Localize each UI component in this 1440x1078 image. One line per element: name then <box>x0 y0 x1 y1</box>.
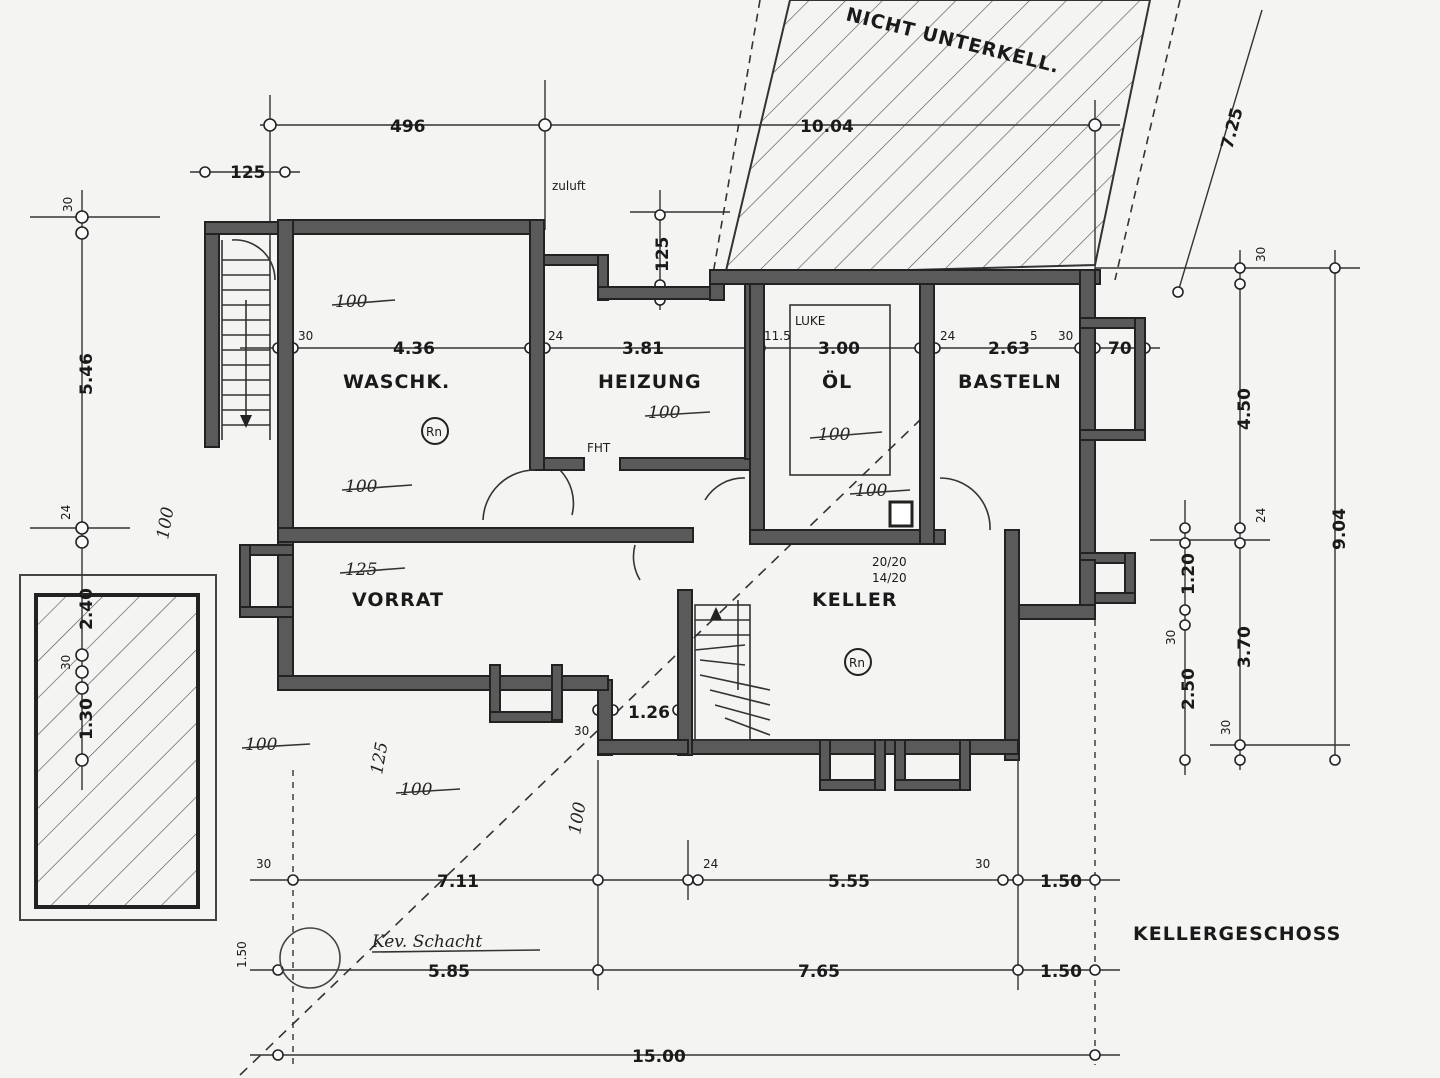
level-mark: 100 <box>565 800 590 836</box>
dim-wall-115: 11.5 <box>764 329 791 343</box>
dim-left-130: 1.30 <box>77 698 97 740</box>
dim-bottom-765: 7.65 <box>798 962 840 982</box>
dim-mid-30: 30 <box>574 724 589 738</box>
dim-wall-30b: 30 <box>1058 329 1073 343</box>
level-mark: 125 <box>345 560 377 580</box>
stairs-inside <box>694 600 771 741</box>
dim-left-546: 5.46 <box>77 353 97 395</box>
radon-marker-2: Rn <box>849 656 865 670</box>
dim-right-120: 1.20 <box>1179 553 1199 595</box>
dim-room-5: 5 <box>1030 329 1038 343</box>
level-mark: 100 <box>400 780 433 800</box>
room-oel: ÖL <box>822 369 852 393</box>
dim-right-370: 3.70 <box>1235 626 1255 668</box>
dim-left-150: 1.50 <box>235 941 249 968</box>
dim-right-30a: 30 <box>1164 630 1178 645</box>
dim-bottom-24: 24 <box>703 857 718 871</box>
dim-right-250: 2.50 <box>1179 668 1199 710</box>
dim-left-30: 30 <box>59 655 73 670</box>
level-mark: 100 <box>855 481 888 501</box>
dim-bottom-555: 5.55 <box>828 872 870 892</box>
note-schacht: Kev. Schacht <box>371 932 482 952</box>
dim-bottom-150b: 1.50 <box>1040 962 1082 982</box>
level-mark: 100 <box>153 505 178 541</box>
dim-wall-24a: 24 <box>548 329 563 343</box>
dim-wall-30a: 30 <box>298 329 313 343</box>
note-fht: FHT <box>587 441 611 455</box>
dim-right-24: 24 <box>1254 508 1268 523</box>
level-mark: 100 <box>245 735 278 755</box>
level-mark: 100 <box>648 403 681 423</box>
room-vorrat: VORRAT <box>352 589 444 611</box>
note-chimney-1: 20/20 <box>872 555 907 569</box>
dim-room-436: 4.36 <box>393 339 435 359</box>
dim-left-24: 24 <box>59 505 73 520</box>
dim-right-450: 4.50 <box>1235 388 1255 430</box>
note-zuluft: zuluft <box>552 179 586 193</box>
level-mark: 100 <box>345 477 378 497</box>
dim-top-125: 125 <box>230 163 266 183</box>
dim-right-30b: 30 <box>1219 720 1233 735</box>
radon-marker-1: Rn <box>426 425 442 439</box>
room-heizung: HEIZUNG <box>598 371 702 393</box>
level-mark: 100 <box>818 425 851 445</box>
dim-room-263: 2.63 <box>988 339 1030 359</box>
dim-bottom-711: 7.11 <box>437 872 479 892</box>
note-luke: LUKE <box>795 314 825 328</box>
room-waschk: WASCHK. <box>343 371 450 393</box>
level-mark: 100 <box>335 292 368 312</box>
dim-room-300: 3.00 <box>818 339 860 359</box>
level-mark: 125 <box>367 740 392 775</box>
note-chimney-2: 14/20 <box>872 571 907 585</box>
dim-wall-24b: 24 <box>940 329 955 343</box>
unbasement-area: NICHT UNTERKELL. <box>711 0 1181 281</box>
notes: zuluft FHT LUKE Rn Rn 20/20 14/20 Kev. S… <box>279 179 907 989</box>
dim-vert-125: 125 <box>653 237 673 273</box>
dim-top-725: 7.25 <box>1218 106 1248 152</box>
dim-right-30top: 30 <box>1254 247 1268 262</box>
dim-bottom-585: 5.85 <box>428 962 470 982</box>
dim-bottom-30a: 30 <box>256 857 271 871</box>
dim-top-496: 496 <box>390 117 426 137</box>
plan-title: KELLERGESCHOSS <box>1133 923 1341 945</box>
dim-bottom-30b: 30 <box>975 857 990 871</box>
doors <box>231 239 991 581</box>
dim-left-30top: 30 <box>61 197 75 212</box>
walls <box>204 219 1146 791</box>
light-well-left <box>19 574 217 921</box>
room-labels: WASCHK. HEIZUNG ÖL BASTELN VORRAT KELLER… <box>343 369 1341 945</box>
room-basteln: BASTELN <box>958 371 1062 393</box>
dim-left-240: 2.40 <box>77 588 97 630</box>
dim-room-381: 3.81 <box>622 339 664 359</box>
dim-room-70: 70 <box>1108 339 1132 359</box>
dim-mid-126: 1.26 <box>628 703 670 723</box>
dim-right-904: 9.04 <box>1330 508 1350 550</box>
dim-bottom-1500: 15.00 <box>632 1047 686 1067</box>
stairs-outside <box>221 240 271 440</box>
room-keller: KELLER <box>812 589 898 611</box>
dim-bottom-150a: 1.50 <box>1040 872 1082 892</box>
dim-top-1004: 10.04 <box>800 117 854 137</box>
